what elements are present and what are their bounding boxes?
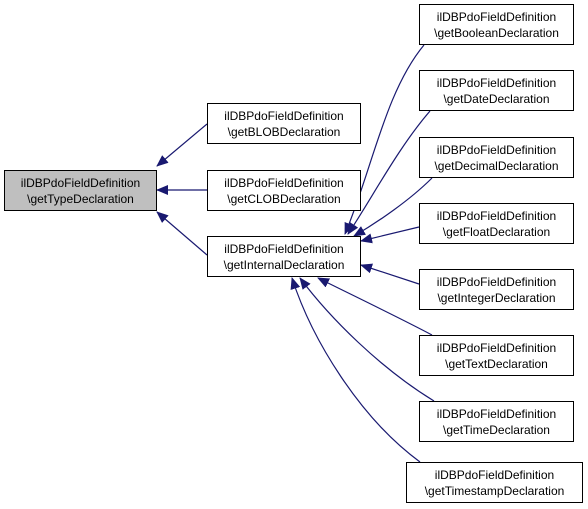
node-get-decimal-declaration[interactable]: ilDBPdoFieldDefinition \getDecimalDeclar… <box>419 137 574 178</box>
node-label-class: ilDBPdoFieldDefinition <box>436 340 557 355</box>
node-label-method: \getIntegerDeclaration <box>437 290 556 305</box>
node-label-method: \getTypeDeclaration <box>27 191 134 206</box>
node-label-class: ilDBPdoFieldDefinition <box>436 142 557 157</box>
node-get-integer-declaration[interactable]: ilDBPdoFieldDefinition \getIntegerDeclar… <box>419 269 574 310</box>
edge-time-to-internal <box>299 277 435 402</box>
node-label-class: ilDBPdoFieldDefinition <box>224 241 344 256</box>
edge-integer-to-internal <box>360 263 420 285</box>
node-label-method: \getFloatDeclaration <box>442 224 551 239</box>
node-label-method: \getCLOBDeclaration <box>227 191 341 206</box>
node-get-text-declaration[interactable]: ilDBPdoFieldDefinition \getTextDeclarati… <box>419 335 574 376</box>
node-label-class: ilDBPdoFieldDefinition <box>436 274 557 289</box>
edge-blob-to-root <box>156 123 208 167</box>
node-get-clob-declaration[interactable]: ilDBPdoFieldDefinition \getCLOBDeclarati… <box>207 170 361 211</box>
node-label-method: \getDecimalDeclaration <box>434 158 559 173</box>
node-get-blob-declaration[interactable]: ilDBPdoFieldDefinition \getBLOBDeclarati… <box>207 103 361 144</box>
node-get-float-declaration[interactable]: ilDBPdoFieldDefinition \getFloatDeclarat… <box>419 203 574 244</box>
node-label-class: ilDBPdoFieldDefinition <box>224 175 344 190</box>
node-label-class: ilDBPdoFieldDefinition <box>436 208 557 223</box>
edge-decimal-to-internal <box>353 177 433 237</box>
node-label-class: ilDBPdoFieldDefinition <box>434 467 555 482</box>
edge-date-to-internal <box>347 110 431 235</box>
node-get-boolean-declaration[interactable]: ilDBPdoFieldDefinition \getBooleanDeclar… <box>419 4 574 45</box>
node-label-class: ilDBPdoFieldDefinition <box>20 175 141 190</box>
node-label-method: \getTimestampDeclaration <box>424 483 565 498</box>
edge-internal-to-root <box>156 211 208 256</box>
node-label-method: \getBooleanDeclaration <box>434 25 559 40</box>
node-get-date-declaration[interactable]: ilDBPdoFieldDefinition \getDateDeclarati… <box>419 70 574 111</box>
node-get-type-declaration[interactable]: ilDBPdoFieldDefinition \getTypeDeclarati… <box>4 170 157 211</box>
node-get-time-declaration[interactable]: ilDBPdoFieldDefinition \getTimeDeclarati… <box>419 401 574 442</box>
node-label-class: ilDBPdoFieldDefinition <box>224 108 344 123</box>
node-label-method: \getInternalDeclaration <box>223 257 345 272</box>
node-label-method: \getDateDeclaration <box>443 91 550 106</box>
node-label-class: ilDBPdoFieldDefinition <box>436 75 557 90</box>
node-label-class: ilDBPdoFieldDefinition <box>436 9 557 24</box>
node-get-internal-declaration[interactable]: ilDBPdoFieldDefinition \getInternalDecla… <box>207 236 361 277</box>
node-get-timestamp-declaration[interactable]: ilDBPdoFieldDefinition \getTimestampDecl… <box>406 462 583 503</box>
edge-text-to-internal <box>317 277 433 336</box>
edge-timestamp-to-internal <box>290 277 421 463</box>
node-label-method: \getTimeDeclaration <box>443 422 550 437</box>
edge-float-to-internal <box>360 226 420 244</box>
node-label-class: ilDBPdoFieldDefinition <box>436 406 557 421</box>
node-label-method: \getTextDeclaration <box>445 356 548 371</box>
node-label-method: \getBLOBDeclaration <box>227 124 341 139</box>
